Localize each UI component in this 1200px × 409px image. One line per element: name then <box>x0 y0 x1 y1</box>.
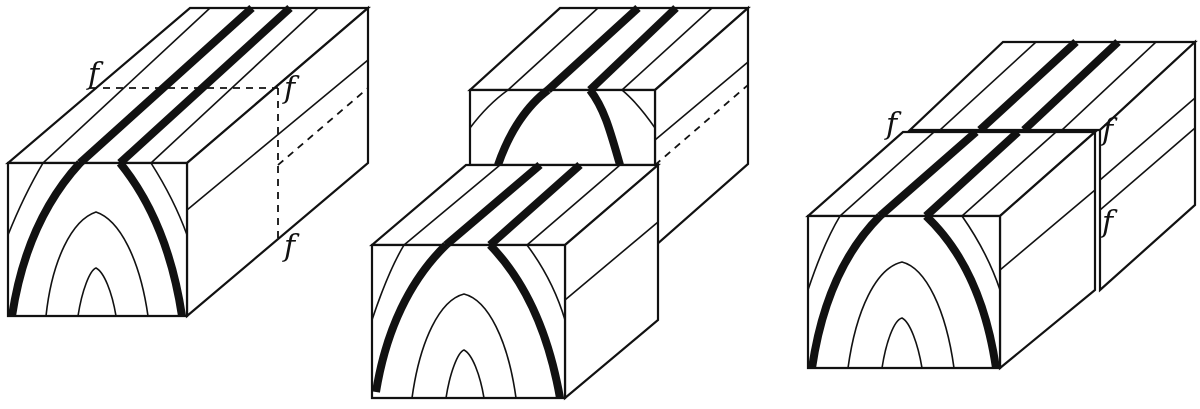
block3-rear-strata <box>939 39 1196 211</box>
block3-rear-side-face <box>1098 39 1197 293</box>
block2-rear-strata <box>469 5 749 167</box>
block1-fault-plane <box>90 87 369 238</box>
block3-front-front-face <box>806 214 1002 370</box>
block-lateral-offset: f f f <box>805 39 1198 371</box>
block-vertical-offset <box>369 5 751 401</box>
block1-side-strata <box>186 59 369 211</box>
block1-fold-arcs <box>7 160 188 317</box>
block2-rear-front-face <box>468 88 657 167</box>
block3-front-strata <box>807 128 1096 369</box>
block1-fault-label-bottom: f <box>282 229 300 264</box>
block-unfaulted: f f f <box>5 5 371 319</box>
block1-top-strata <box>42 5 319 166</box>
block2-front-strata <box>371 161 659 399</box>
